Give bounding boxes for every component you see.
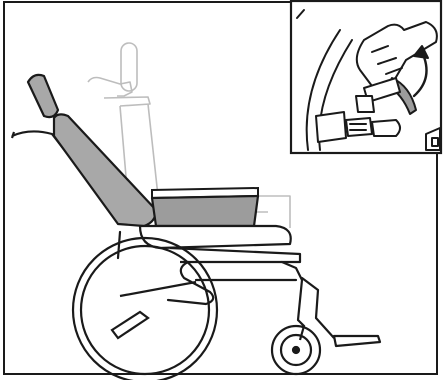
rear-wheel-spoke-bracket <box>120 282 196 296</box>
frame-front-post <box>282 262 302 320</box>
footrest-hanger <box>316 318 334 338</box>
ghost-head-support <box>88 78 132 97</box>
caster-hub <box>293 347 299 353</box>
backrest-cushion <box>54 114 156 226</box>
footrest <box>316 318 380 346</box>
footrest-plate <box>334 336 380 346</box>
rear-wheel-hub-bracket <box>112 312 148 338</box>
frame-rear-post <box>118 232 120 258</box>
rear-wheel <box>73 238 217 380</box>
ghost-backrest-right <box>148 104 158 196</box>
armrest-pad <box>152 188 258 226</box>
caster-wheel <box>272 320 320 374</box>
rear-wheel-tire <box>73 238 217 380</box>
detail-inset <box>291 1 441 153</box>
frame-front-leg <box>302 278 318 318</box>
ghost-shoulder <box>104 97 150 106</box>
headrest <box>28 75 58 117</box>
rear-wheel-handrim <box>81 246 209 374</box>
seat-base <box>140 226 300 262</box>
